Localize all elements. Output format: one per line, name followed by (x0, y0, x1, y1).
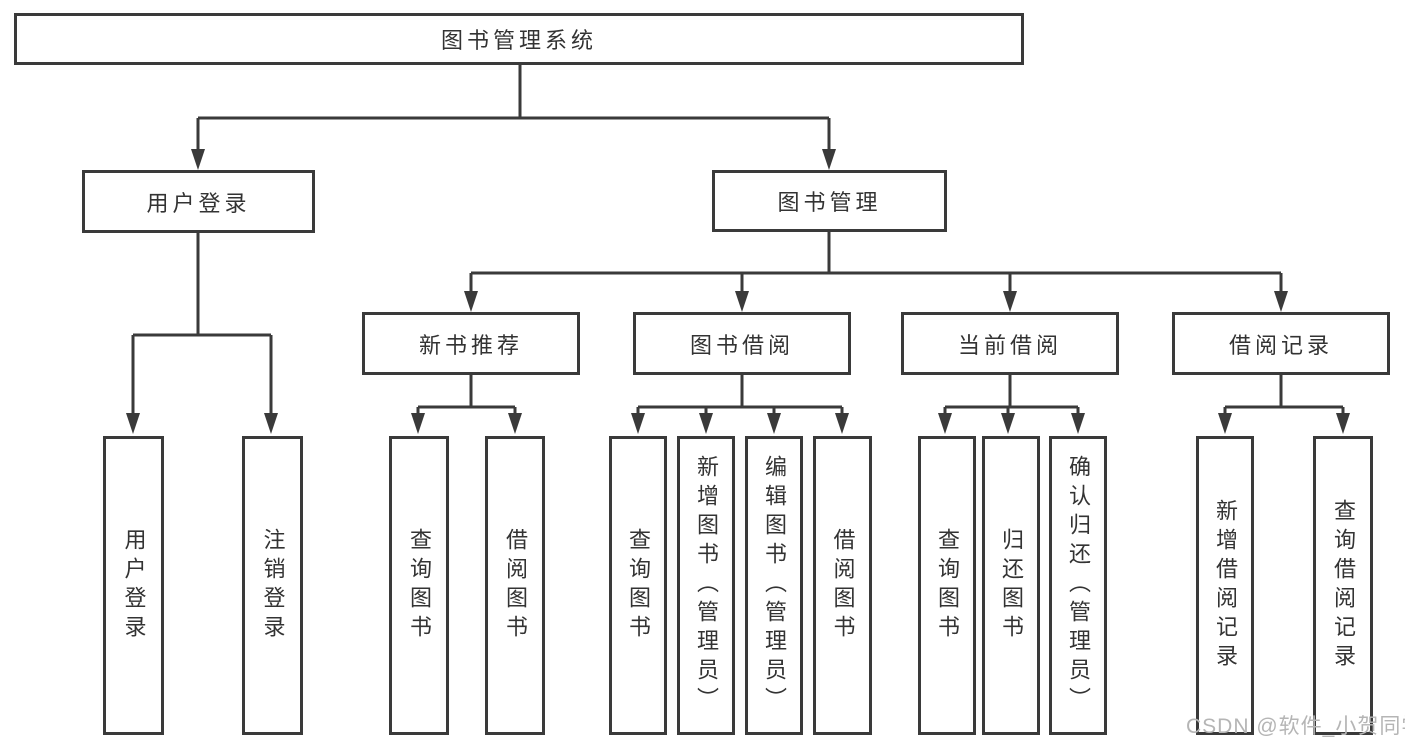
node-book-borrowing: 图书借阅 (633, 312, 851, 375)
node-label: 编辑图书（管理员） (762, 455, 787, 716)
leaf-edit-book-admin: 编辑图书（管理员） (745, 436, 803, 735)
leaf-query-book-current: 查询图书 (918, 436, 976, 735)
node-label: 查询借阅记录 (1331, 498, 1356, 673)
node-new-book-recommend: 新书推荐 (362, 312, 580, 375)
node-current-borrowing: 当前借阅 (901, 312, 1119, 375)
leaf-borrow-book-recommend: 借阅图书 (485, 436, 545, 735)
leaf-borrow-book-borrowing: 借阅图书 (813, 436, 872, 735)
node-label: 借阅图书 (503, 527, 528, 644)
node-book-management: 图书管理 (712, 170, 947, 232)
leaf-add-borrow-record: 新增借阅记录 (1196, 436, 1254, 735)
csdn-watermark: CSDN @软件_小贺同学 (1186, 715, 1405, 738)
node-label: 查询图书 (935, 527, 960, 644)
leaf-return-book: 归还图书 (982, 436, 1040, 735)
node-label: 新增图书（管理员） (694, 455, 719, 716)
node-label: 新增借阅记录 (1213, 498, 1238, 673)
leaf-confirm-return-admin: 确认归还（管理员） (1049, 436, 1107, 735)
node-label: 查询图书 (407, 527, 432, 644)
leaf-query-book-borrowing: 查询图书 (609, 436, 667, 735)
leaf-query-borrow-record: 查询借阅记录 (1313, 436, 1373, 735)
node-label: 归还图书 (999, 527, 1024, 644)
leaf-query-book-recommend: 查询图书 (389, 436, 449, 735)
node-label: 注销登录 (260, 527, 286, 644)
connector-lines (131, 65, 1345, 415)
leaf-user-login: 用户登录 (103, 436, 164, 735)
node-root: 图书管理系统 (14, 13, 1024, 65)
node-label: 查询图书 (626, 527, 651, 644)
node-label: 用户登录 (121, 527, 147, 644)
node-user-login: 用户登录 (82, 170, 315, 233)
node-label: 确认归还（管理员） (1066, 455, 1091, 716)
arrowheads (126, 149, 1350, 434)
node-label: 借阅图书 (830, 527, 856, 644)
leaf-add-book-admin: 新增图书（管理员） (677, 436, 735, 735)
leaf-logout: 注销登录 (242, 436, 303, 735)
node-borrowing-records: 借阅记录 (1172, 312, 1390, 375)
